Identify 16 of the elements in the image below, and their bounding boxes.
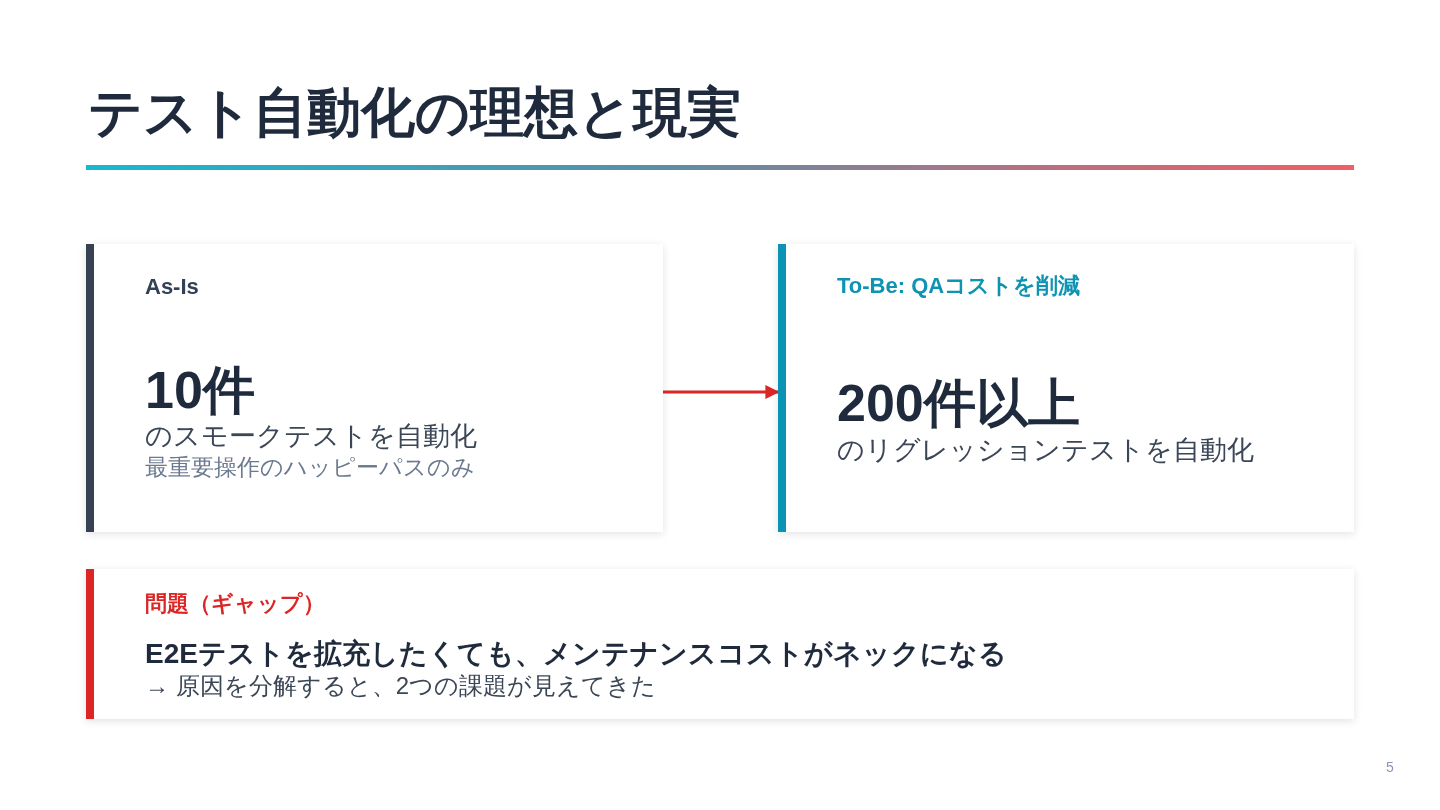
problem-card [86, 569, 1354, 719]
metric-value: 10件 [145, 362, 255, 420]
problem-statement: E2Eテストを拡充したくても、メンテナンスコストがネックになる [145, 637, 1007, 671]
slide-title: テスト自動化の理想と現実 [88, 81, 741, 144]
metric-description: のスモークテストを自動化 [145, 420, 477, 453]
info-card [86, 244, 663, 532]
card-heading: To-Be: QAコストを削減 [837, 273, 1081, 300]
arrow [663, 385, 780, 399]
note-text: 最重要操作のハッピーパスのみ [145, 454, 475, 482]
page-number: 5 [1386, 759, 1394, 775]
metric-value: 200件以上 [837, 375, 1080, 433]
body-text: → 原因を分解すると、2つの課題が見えてきた [145, 672, 656, 701]
info-card [778, 244, 1354, 532]
metric-description: のリグレッションテストを自動化 [837, 434, 1254, 467]
card-heading: 問題（ギャップ） [145, 591, 325, 618]
card-heading: As-Is [145, 274, 199, 301]
